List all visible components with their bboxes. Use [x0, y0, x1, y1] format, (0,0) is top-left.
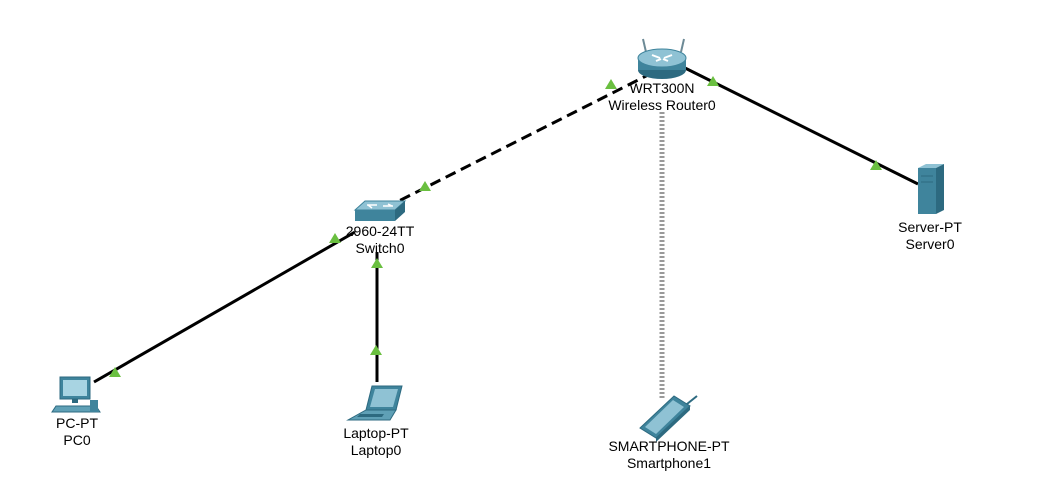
pc-model-text: PC-PT: [56, 415, 98, 431]
server-label: Server-PT Server0: [898, 219, 962, 253]
link-switch-router[interactable]: [384, 72, 651, 210]
port-up-indicator: [707, 76, 719, 86]
router-model-text: WRT300N: [629, 80, 695, 96]
switch-name-text: Switch0: [355, 240, 405, 256]
smartphone-model-text: SMARTPHONE-PT: [608, 438, 730, 454]
server-icon[interactable]: [918, 164, 944, 214]
laptop-icon[interactable]: [346, 385, 403, 421]
port-up-indicator: [370, 345, 382, 355]
port-up-indicator: [605, 79, 617, 89]
pc-label: PC-PT PC0: [56, 415, 98, 449]
pc-name-text: PC0: [63, 432, 91, 448]
server-model-text: Server-PT: [898, 219, 962, 235]
pc-icon[interactable]: [51, 376, 101, 413]
switch-model-text: 2960-24TT: [345, 223, 415, 239]
router-label: WRT300N Wireless Router0: [608, 80, 715, 114]
router-name-text: Wireless Router0: [608, 97, 716, 113]
port-up-indicator: [109, 367, 121, 377]
wireless-router-icon[interactable]: [637, 38, 687, 79]
port-up-indicator: [419, 181, 431, 191]
smartphone-label: SMARTPHONE-PT Smartphone1: [608, 438, 729, 472]
switch-label: 2960-24TT Switch0: [346, 223, 414, 257]
port-up-indicator: [870, 160, 882, 170]
link-router-server[interactable]: [684, 66, 919, 186]
server-name-text: Server0: [905, 236, 955, 252]
laptop-label: Laptop-PT Laptop0: [343, 425, 408, 459]
laptop-name-text: Laptop0: [350, 442, 402, 458]
port-up-indicator: [329, 233, 341, 243]
laptop-model-text: Laptop-PT: [343, 425, 409, 441]
smartphone-name-text: Smartphone1: [626, 455, 712, 471]
link-switch-pc[interactable]: [93, 230, 356, 384]
smartphone-icon[interactable]: [639, 395, 698, 442]
port-up-indicator: [371, 258, 383, 268]
switch-icon[interactable]: [353, 200, 407, 221]
